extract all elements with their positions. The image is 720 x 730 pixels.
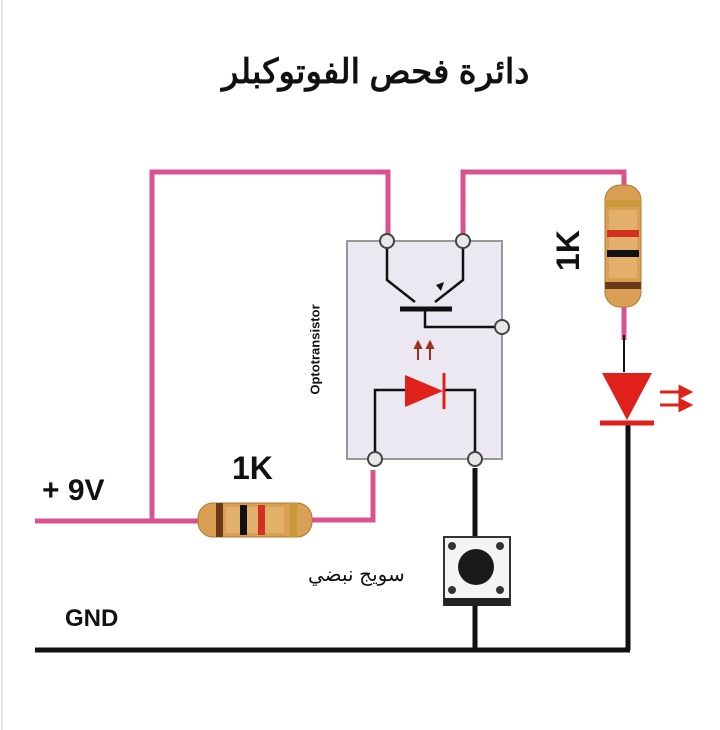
resistor-led-label: 1K — [549, 230, 586, 271]
positive-wires — [35, 169, 627, 524]
emitter-arrow-icon — [436, 282, 444, 291]
pins — [367, 233, 510, 467]
resistor-input-label: 1K — [232, 450, 273, 486]
diagram-title: دائرة فحص الفوتوكبلر — [222, 53, 530, 91]
optocoupler — [346, 233, 510, 467]
ground-wires — [35, 335, 631, 653]
led-light-arrows-icon — [660, 384, 694, 413]
light-arrows-icon — [413, 339, 435, 360]
resistor-led — [604, 184, 642, 308]
led-diode-icon — [405, 375, 443, 407]
component-label: Optotransistor — [307, 304, 323, 395]
output-led — [600, 373, 694, 426]
resistor-input — [197, 502, 313, 538]
supply-label: + 9V — [42, 474, 105, 507]
ground-label: GND — [65, 605, 119, 632]
push-button-switch — [443, 536, 511, 606]
switch-label: سويج نبضي — [308, 564, 405, 586]
